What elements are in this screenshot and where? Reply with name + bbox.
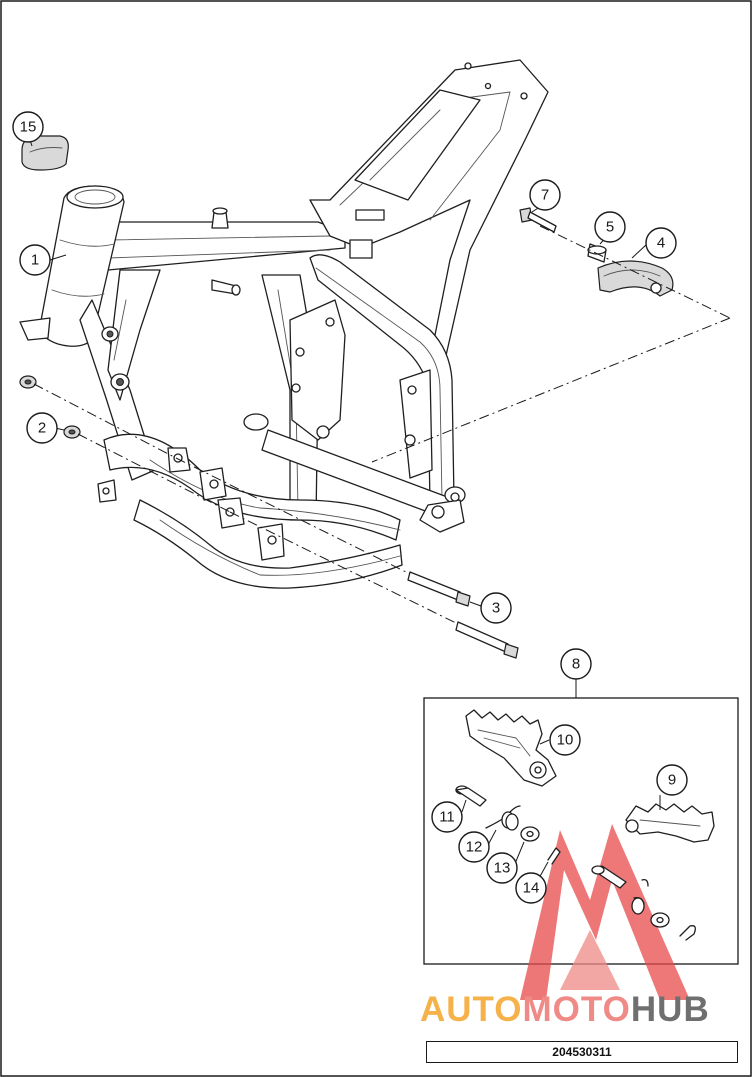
watermark-hub: HUB [630,990,710,1029]
assembly-lines [33,225,731,625]
callout-5: 5 [594,211,626,243]
svg-text:3: 3 [492,600,500,617]
svg-text:13: 13 [494,860,511,877]
callout-1: 1 [19,244,51,276]
part-2-nuts [19,375,81,439]
watermark-logo-triangle [520,824,690,1000]
callout-11: 11 [431,801,463,833]
document-number: 204530311 [426,1041,738,1063]
svg-text:12: 12 [466,839,483,856]
callout-14: 14 [515,872,547,904]
callout-10: 10 [549,724,581,756]
svg-text:9: 9 [668,772,676,789]
frame-assembly [19,59,549,589]
callout-13: 13 [486,852,518,884]
svg-text:15: 15 [20,119,37,136]
svg-text:11: 11 [439,809,455,826]
watermark-text: AUTOMOTOHUB [420,990,750,1034]
part-7-bolt [519,207,557,233]
svg-text:4: 4 [657,235,665,252]
part-12-spring [485,805,649,915]
part-14-clip [547,847,696,941]
svg-text:2: 2 [38,420,46,437]
part-11-pin [455,785,627,889]
callout-9: 9 [656,764,688,796]
svg-text:1: 1 [31,252,39,269]
part-4-bracket [597,260,674,297]
svg-text:10: 10 [557,732,574,749]
callout-15: 15 [12,111,44,143]
watermark-moto: MOTO [522,990,631,1029]
svg-text:5: 5 [606,219,614,236]
watermark-auto: AUTO [420,990,523,1029]
svg-text:8: 8 [572,656,580,673]
svg-text:7: 7 [541,187,549,204]
callout-8: 8 [560,648,592,680]
svg-text:14: 14 [523,880,540,897]
callout-12: 12 [458,831,490,863]
part-13-washer [520,826,670,928]
callout-2: 2 [26,412,58,444]
part-5-spacer [587,243,607,263]
callout-leaders [29,139,661,881]
part-9-footrest [625,803,715,843]
callout-4: 4 [645,227,677,259]
part-15-cap [21,135,69,171]
part-10-footrest [465,709,557,787]
callout-3: 3 [480,592,512,624]
callout-7: 7 [529,179,561,211]
part-3-bolts [407,571,519,659]
